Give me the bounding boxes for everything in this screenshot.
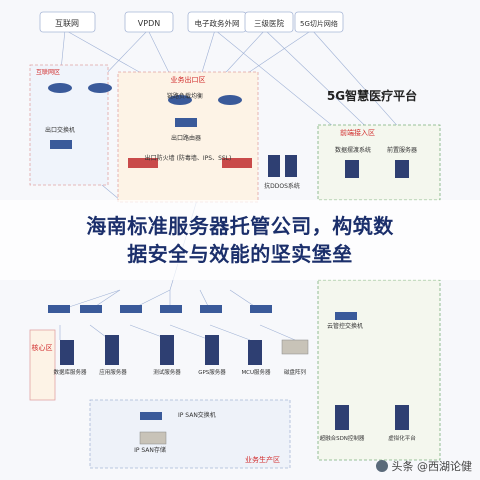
ip-san-storage-label: IP SAN存储 [134,446,166,454]
switch-icon [48,118,357,420]
data-ferry-label: 数据摆渡系统 [335,146,371,154]
headline-line-1: 海南标准服务器托管公司，构筑数 [86,214,394,238]
author-avatar-icon [375,460,388,472]
front-server-label: 前置服务器 [387,146,417,154]
zone-internet: 互联网区 [29,64,109,186]
zone-frontend-access-label: 前端接入区 [340,128,375,137]
top-node-egov-label: 电子政务外网 [195,18,240,28]
zone-business-exit: 业务出口区 [117,71,259,203]
zone-core-label: 核心区 [32,343,53,352]
exit-router-label: 出口路由器 [171,134,201,142]
server-rack-icon [60,155,409,430]
zone-frontend-access: 前端接入区 [317,124,441,201]
zone-business-production-label: 业务生产区 [245,455,280,464]
headline-line-2: 据安全与效能的坚实堡垒 [127,242,353,266]
zone-cloud [317,279,441,461]
top-node-5g-slice-label: 5G切片网络 [300,19,338,28]
top-node-vpdn-label: VPDN [138,19,160,28]
top-node-internet: 互联网 [39,11,96,33]
disk-array-icon [139,339,309,445]
top-node-egov: 电子政务外网 [187,11,247,33]
exit-firewall-label: 出口防火墙 (防毒墙、IPS、SSL) [145,154,232,162]
top-node-hospital: 三级医院 [244,11,294,33]
app-server-label: 应用服务器 [99,368,127,376]
test-server-label: 测试服务器 [153,368,181,376]
exit-switch-label: 出口交换机 [45,126,75,134]
mcu-server-label: MCU服务器 [241,368,271,376]
headline-banner: 海南标准服务器托管公司，构筑数 据安全与效能的坚实堡垒 [0,200,480,280]
cloud-mgmt-switch-label: 云管控交换机 [327,322,363,330]
zone-business-production: 业务生产区 [89,399,291,469]
link-load-balance-label: 链路负载均衡 [167,92,203,100]
disk-array-label: 磁盘阵列 [284,368,307,376]
top-node-5g-slice: 5G切片网络 [294,11,344,33]
top-node-hospital-label: 三级医院 [254,18,284,28]
router-icon [48,83,242,105]
watermark: 头条 @西湖论健 [375,458,473,474]
watermark-text: 头条 @西湖论健 [391,460,473,473]
zone-core: 核心区 [29,329,56,401]
anti-ddos-label: 抗DDOS系统 [264,182,300,190]
gps-server-label: GPS服务器 [198,368,226,376]
zone-internet-label: 互联网区 [36,68,60,76]
virtualization-label: 虚拟化平台 [388,434,416,442]
ip-san-switch-label: IP SAN交换机 [178,411,216,419]
top-node-vpdn: VPDN [124,11,174,33]
top-node-internet-label: 互联网 [55,19,79,28]
db-server-label: 数据库服务器 [53,368,87,376]
zone-business-exit-label: 业务出口区 [171,75,206,84]
sdn-controller-label: 超融合SDN控制器 [320,434,365,442]
platform-title: 5G智慧医疗平台 [327,88,417,103]
firewall-icon [128,158,252,168]
